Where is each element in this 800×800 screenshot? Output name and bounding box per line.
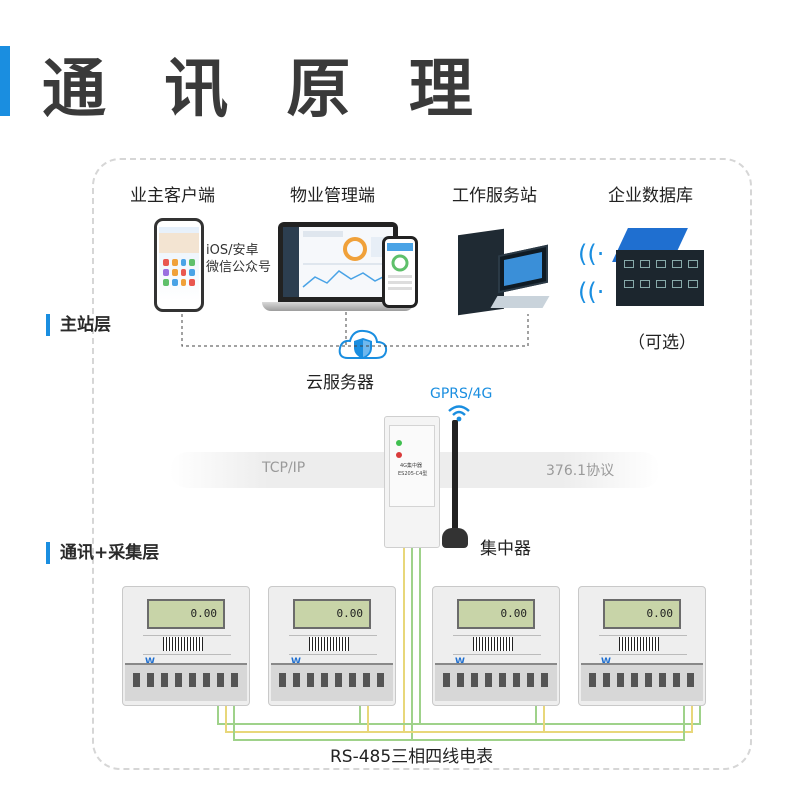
- meter-display: 0.00: [336, 607, 364, 620]
- optional-label: （可选）: [628, 333, 696, 353]
- mobile-app-icon: [382, 236, 418, 308]
- antenna-icon: [452, 420, 458, 530]
- phone-caption-wechat: 微信公众号: [206, 260, 272, 275]
- tcpip-label: TCP/IP: [262, 460, 306, 476]
- protocol-label: 376.1协议: [546, 463, 615, 479]
- layer-label-main-station: 主站层: [46, 314, 111, 336]
- cloud-shield-icon: [338, 329, 388, 359]
- workstation-icon: [458, 222, 550, 316]
- concentrator-label: 集中器: [480, 539, 531, 559]
- electric-meter-1: 0.00 W: [122, 586, 250, 706]
- title-accent-bar: [0, 46, 10, 116]
- concentrator-device: 4G集中器 ES205-C4型: [384, 416, 440, 548]
- concentrator-model-number: ES205-C4型: [398, 471, 428, 477]
- layer-label-comm-collect: 通讯+采集层: [46, 542, 159, 564]
- wireless-signal-icon-lower: ((·: [578, 278, 605, 306]
- enterprise-db-label: 企业数据库: [608, 186, 693, 206]
- electric-meter-3: 0.00 W: [432, 586, 560, 706]
- cloud-server-label: 云服务器: [306, 373, 374, 393]
- diagram-frame: [92, 158, 752, 770]
- signal-icon: [448, 405, 470, 422]
- laptop-icon: [278, 222, 398, 302]
- electric-meter-4: 0.00 W: [578, 586, 706, 706]
- concentrator-model-name: 4G集中器: [400, 463, 423, 469]
- wireless-signal-icon: ((·: [578, 240, 605, 268]
- gprs-label: GPRS/4G: [430, 386, 493, 402]
- owner-client-label: 业主客户端: [130, 186, 215, 206]
- meter-caption: RS-485三相四线电表: [330, 747, 494, 767]
- page-title: 通 讯 原 理: [42, 53, 491, 127]
- meter-display: 0.00: [646, 607, 674, 620]
- antenna-base: [442, 528, 468, 548]
- smartphone-icon: [154, 218, 204, 312]
- laptop-base: [262, 302, 414, 311]
- property-mgmt-label: 物业管理端: [290, 186, 375, 206]
- electric-meter-2: 0.00 W: [268, 586, 396, 706]
- meter-display: 0.00: [500, 607, 528, 620]
- meter-display: 0.00: [190, 607, 218, 620]
- database-server-icon: [612, 228, 704, 310]
- work-station-label: 工作服务站: [452, 186, 537, 206]
- phone-caption-platform: iOS/安卓: [206, 243, 259, 258]
